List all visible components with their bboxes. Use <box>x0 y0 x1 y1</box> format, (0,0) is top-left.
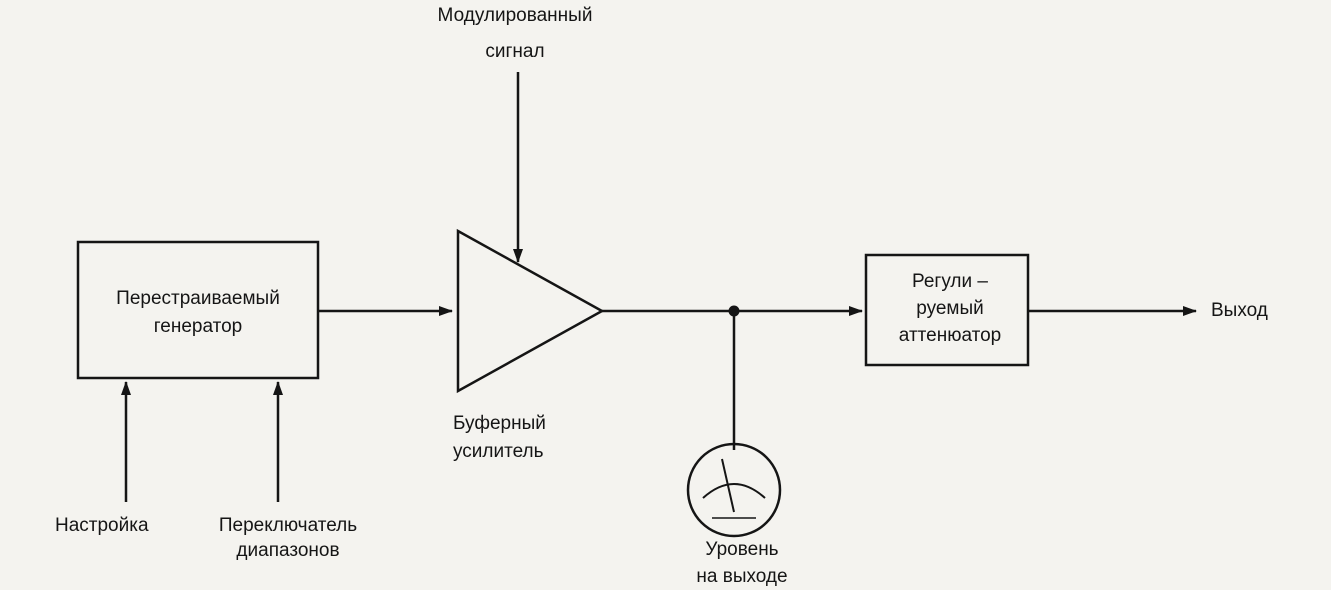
output-label: Выход <box>1211 299 1268 323</box>
band-switch-label-line-2: диапазонов <box>236 540 340 561</box>
generator-label-line-2: генератор <box>153 316 243 337</box>
buffer-amplifier-triangle <box>456 228 605 394</box>
buffer-amplifier-label-line-2: усилитель <box>453 441 544 462</box>
modulated-signal-label-line-2: сигнал <box>485 41 545 62</box>
buffer-amplifier-label: Буферный усилитель <box>453 412 546 464</box>
output-level-label-line-1: Уровень <box>705 539 779 560</box>
output-label-text: Выход <box>1211 300 1268 321</box>
tuning-label-text: Настройка <box>55 515 149 536</box>
modulated-signal-label: Модулированный сигнал <box>438 4 593 64</box>
attenuator-label-line-2: руемый <box>916 298 984 319</box>
generator-label-line-1: Перестраиваемый <box>116 288 280 309</box>
band-switch-label: Переключатель диапазонов <box>219 514 357 563</box>
generator-label: Перестраиваемый генератор <box>116 287 280 339</box>
buffer-amplifier-label-line-1: Буферный <box>453 413 546 434</box>
output-level-label: Уровень на выходе <box>696 538 787 589</box>
attenuator-label-line-1: Регули – <box>912 271 988 292</box>
tuning-label: Настройка <box>55 514 149 538</box>
band-switch-label-line-1: Переключатель <box>218 515 358 536</box>
attenuator-label-line-3: аттенюатор <box>898 325 1002 346</box>
output-level-label-line-2: на выходе <box>696 566 788 587</box>
attenuator-label: Регули – руемый аттенюатор <box>899 270 1001 348</box>
modulated-signal-label-line-1: Модулированный <box>437 5 593 26</box>
output-meter-gauge-icon <box>686 442 782 538</box>
